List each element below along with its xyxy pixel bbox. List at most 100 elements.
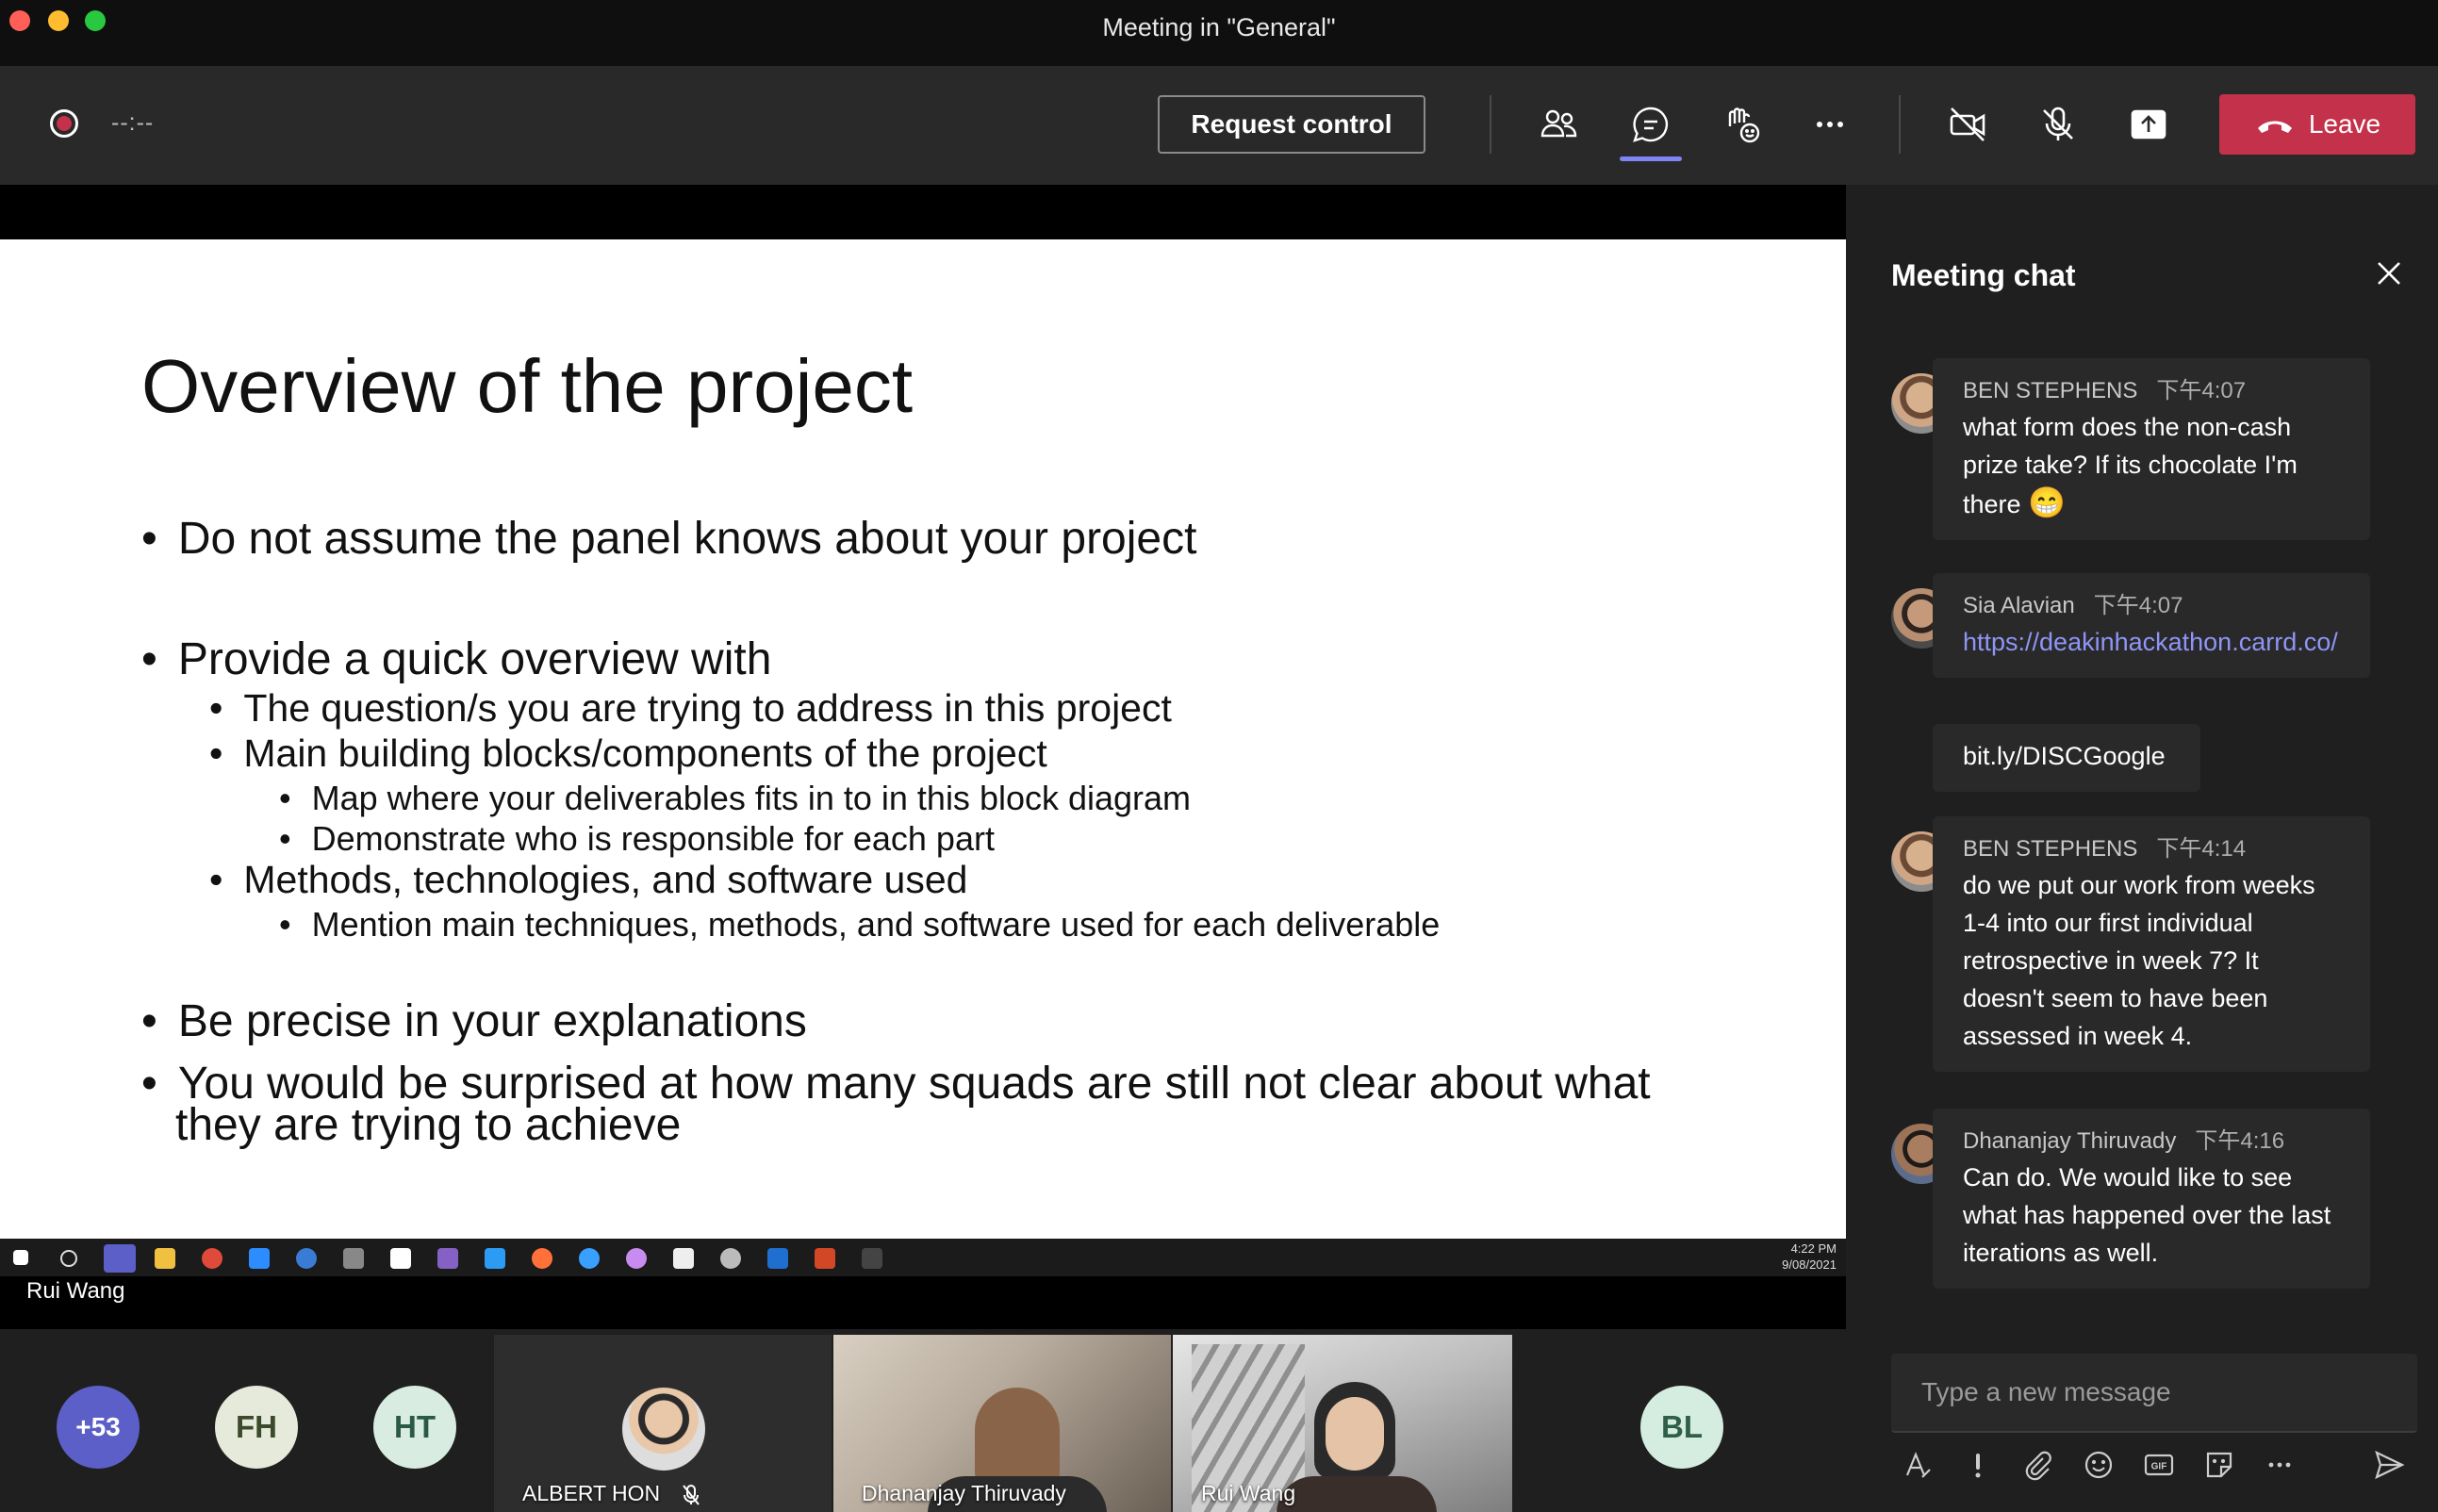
participant-video-background	[1192, 1344, 1305, 1512]
close-chat-button[interactable]	[2372, 256, 2406, 290]
important-icon	[1975, 1454, 1981, 1478]
window-title-bar: Meeting in "General"	[0, 0, 2438, 66]
slide-bullet-continuation: they are trying to achieve	[175, 1100, 682, 1150]
chat-button[interactable]	[1622, 95, 1680, 154]
attach-icon	[2025, 1451, 2051, 1481]
firefox-app-icon	[532, 1248, 552, 1269]
message-sender: BEN STEPHENS	[1963, 836, 2138, 862]
toolbar-divider	[1490, 95, 1491, 154]
app-icon	[579, 1248, 600, 1269]
avatar[interactable]: FH	[215, 1386, 298, 1469]
slide-sub-sub-bullet: •Map where your deliverables fits in to …	[279, 779, 1192, 817]
request-control-button[interactable]: Request control	[1158, 95, 1425, 154]
meeting-timer: --:--	[111, 109, 155, 136]
music-app-icon	[626, 1248, 647, 1269]
vscode-app-icon	[485, 1248, 505, 1269]
avatar[interactable]: HT	[373, 1386, 456, 1469]
slide-bullet: •You would be surprised at how many squa…	[141, 1059, 1651, 1109]
participant-video-body	[1277, 1476, 1437, 1512]
message-time: 下午4:16	[2195, 1128, 2285, 1154]
more-options-button[interactable]	[2261, 1446, 2298, 1484]
maximize-window-button[interactable]	[85, 10, 106, 31]
send-button[interactable]	[2370, 1446, 2408, 1484]
browser-app-icon	[296, 1248, 317, 1269]
close-window-button[interactable]	[9, 10, 30, 31]
slide-sub-sub-bullet: •Demonstrate who is responsible for each…	[279, 819, 995, 858]
camera-toggle-button[interactable]	[1938, 95, 1997, 154]
leave-button[interactable]: Leave	[2219, 94, 2415, 155]
shared-screen: Overview of the project •Do not assume t…	[0, 185, 1846, 1329]
chat-title: Meeting chat	[1891, 258, 2076, 292]
participant-name: Rui Wang	[1201, 1481, 1296, 1505]
send-icon	[2375, 1450, 2405, 1480]
presenter-name-label: Rui Wang	[26, 1278, 125, 1304]
message-link[interactable]: https://deakinhackathon.carrd.co/	[1963, 628, 2338, 656]
participant-video-body	[928, 1476, 1107, 1512]
emoji-button[interactable]	[2080, 1446, 2117, 1484]
app-icon	[390, 1248, 411, 1269]
message-body: what form does the non-cash prize take? …	[1963, 408, 2340, 523]
message-time: 下午4:14	[2156, 836, 2247, 862]
people-button[interactable]	[1529, 95, 1588, 154]
mic-muted-icon	[682, 1484, 700, 1505]
more-actions-button[interactable]	[1801, 95, 1859, 154]
sticker-button[interactable]	[2200, 1446, 2238, 1484]
chat-active-indicator	[1620, 156, 1682, 161]
message-time: 下午4:07	[2156, 378, 2247, 403]
meeting-toolbar: --:-- Request control	[0, 66, 2438, 185]
gif-icon: GIF	[2144, 1454, 2174, 1476]
zoom-app-icon	[249, 1248, 270, 1269]
participant-gallery: +53 FH HT ALBERT HON Dhananjay Thiruvady…	[0, 1329, 1846, 1512]
taskbar-date: 9/08/2021	[1782, 1257, 1837, 1272]
slide-sub-sub-bullet: •Mention main techniques, methods, and s…	[279, 905, 1441, 944]
presenter-taskbar: 4:22 PM 9/08/2021	[0, 1239, 1846, 1276]
language-app-icon	[673, 1248, 694, 1269]
compose-box	[1891, 1354, 2417, 1433]
participant-photo	[622, 1388, 705, 1471]
message-text: what form does the non-cash prize take? …	[1963, 413, 2298, 518]
mic-toggle-button[interactable]	[2029, 95, 2087, 154]
slide-bullet: •Be precise in your explanations	[141, 996, 807, 1046]
participant-video-tile[interactable]: Dhananjay Thiruvady	[833, 1335, 1171, 1512]
slide-sub-bullet: •The question/s you are trying to addres…	[209, 686, 1172, 730]
minimize-window-button[interactable]	[48, 10, 69, 31]
participant-video-face	[1326, 1397, 1384, 1471]
powerpoint-app-icon	[815, 1248, 835, 1269]
more-icon	[1817, 122, 1843, 127]
presentation-slide: Overview of the project •Do not assume t…	[0, 239, 1846, 1239]
outlook-app-icon	[767, 1248, 788, 1269]
message-meta: BEN STEPHENS 下午4:14	[1963, 830, 2340, 863]
avatar[interactable]: BL	[1640, 1386, 1723, 1469]
slide-bullet: •Provide a quick overview with	[141, 634, 772, 684]
reactions-button[interactable]	[1712, 95, 1771, 154]
more-options-icon	[2268, 1462, 2291, 1468]
important-button[interactable]	[1959, 1446, 1997, 1484]
share-screen-button[interactable]	[2119, 95, 2178, 154]
participant-name: ALBERT HON	[522, 1481, 700, 1506]
participant-name: Dhananjay Thiruvady	[862, 1481, 1066, 1505]
slide-bullet: •Do not assume the panel knows about you…	[141, 514, 1197, 564]
terminal-app-icon	[862, 1248, 882, 1269]
participant-tile[interactable]: ALBERT HON	[494, 1335, 832, 1512]
message-text: bit.ly/DISCGoogle	[1963, 742, 2166, 770]
emoji-icon	[2084, 1451, 2113, 1479]
slide-sub-bullet: •Main building blocks/components of the …	[209, 731, 1047, 775]
people-icon	[1540, 109, 1577, 138]
gif-button[interactable]: GIF	[2140, 1446, 2178, 1484]
format-button[interactable]	[1899, 1446, 1936, 1484]
chrome-app-icon	[202, 1248, 222, 1269]
more-participants-button[interactable]: +53	[57, 1386, 140, 1469]
teams-app-icon	[104, 1244, 136, 1273]
app-icon	[343, 1248, 364, 1269]
message-input[interactable]	[1891, 1354, 2417, 1431]
raise-hand-icon	[1728, 107, 1760, 143]
attach-button[interactable]	[2019, 1446, 2057, 1484]
participant-video-tile[interactable]: Rui Wang	[1173, 1335, 1512, 1512]
window-title: Meeting in "General"	[1102, 13, 1336, 41]
sticker-icon	[2206, 1452, 2232, 1478]
